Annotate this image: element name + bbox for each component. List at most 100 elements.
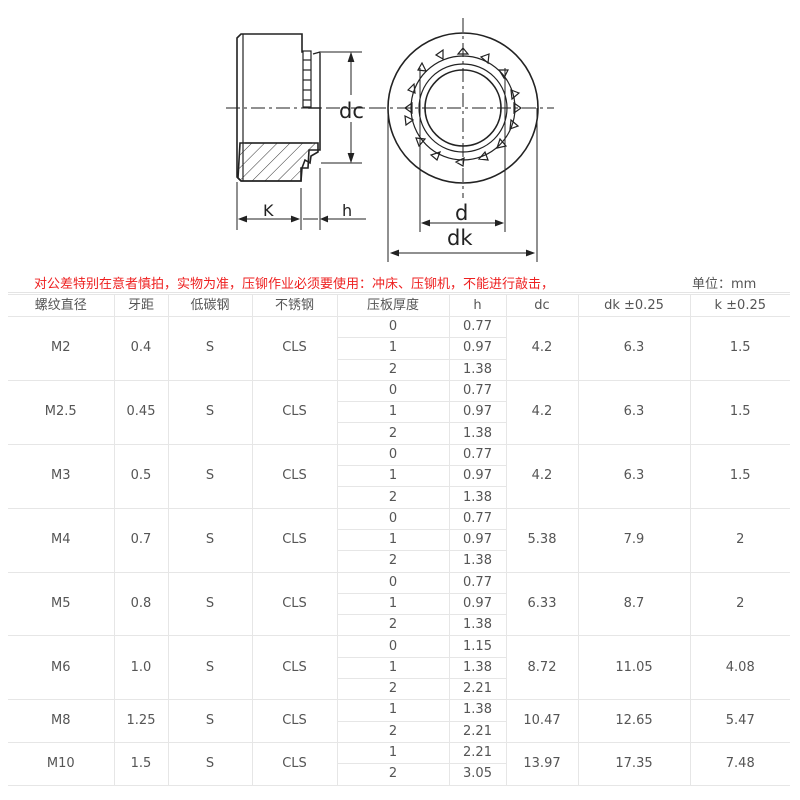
cell-dk: 6.3: [577, 316, 691, 381]
cell-plate-thickness: 1: [337, 528, 450, 552]
col-pitch: 牙距: [113, 294, 169, 317]
cell-h: 0.97: [448, 592, 506, 616]
cell-stainless: CLS: [251, 699, 338, 743]
cell-thread: M5: [8, 571, 115, 637]
cell-h: 1.38: [448, 550, 506, 573]
cell-dc: 5.38: [505, 507, 579, 573]
cell-k: 7.48: [689, 741, 790, 786]
cell-pitch: 0.45: [113, 379, 169, 445]
cell-thread: M8: [8, 699, 115, 743]
cell-plate-thickness: 2: [337, 614, 450, 637]
cell-h: 0.97: [448, 528, 506, 552]
cell-dk: 6.3: [577, 379, 691, 445]
cell-plate-thickness: 0: [336, 443, 450, 467]
divider: [8, 292, 790, 293]
cell-plate-thickness: 2: [337, 422, 450, 445]
cell-thread: M2: [8, 316, 115, 381]
cell-stainless: CLS: [251, 571, 338, 637]
cell-dc: 13.97: [505, 741, 579, 786]
cell-pitch: 0.5: [113, 443, 169, 509]
cell-plate-thickness: 1: [337, 465, 450, 488]
col-h: h: [448, 294, 507, 317]
cell-dc: 4.2: [505, 379, 579, 445]
cell-k: 1.5: [689, 316, 790, 381]
cell-h: 1.38: [448, 358, 506, 381]
cell-plate-thickness: 0: [336, 507, 450, 530]
cell-k: 1.5: [689, 443, 790, 509]
cell-h: 2.21: [448, 720, 506, 743]
cell-h: 0.77: [448, 443, 507, 467]
cell-thread: M2.5: [8, 379, 115, 445]
cell-stainless: CLS: [251, 443, 338, 509]
cell-h: 0.97: [448, 465, 506, 488]
cell-plate-thickness: 2: [337, 486, 450, 509]
cell-dk: 17.35: [577, 741, 691, 786]
col-k: k ±0.25: [689, 294, 790, 317]
tolerance-warning: 对公差特别在意者慎拍，实物为准，压铆作业必须要使用：冲床、压铆机，不能进行敲击，: [34, 277, 555, 292]
cell-h: 0.77: [448, 379, 507, 403]
cell-plate-thickness: 2: [337, 678, 450, 701]
header-row: 螺纹直径 牙距 低碳钢 不锈钢 压板厚度 h dc dk ±0.25 k ±0.…: [8, 294, 790, 317]
k-label: K: [263, 201, 274, 220]
cell-low-carbon: S: [167, 571, 253, 637]
cell-stainless: CLS: [251, 316, 338, 381]
cell-k: 2: [689, 571, 790, 637]
cell-dk: 12.65: [577, 699, 691, 743]
cell-h: 0.97: [448, 401, 506, 424]
spec-table: 螺纹直径 牙距 低碳钢 不锈钢 压板厚度 h dc dk ±0.25 k ±0.…: [8, 294, 790, 786]
cell-k: 5.47: [689, 699, 790, 743]
cell-low-carbon: S: [167, 507, 253, 573]
cell-plate-thickness: 1: [337, 337, 450, 360]
cell-low-carbon: S: [167, 699, 253, 743]
col-low-carbon-steel: 低碳钢: [167, 294, 253, 317]
cell-h: 0.77: [448, 571, 507, 594]
cell-h: 1.38: [448, 656, 506, 680]
cell-plate-thickness: 2: [337, 763, 450, 786]
cell-pitch: 0.4: [113, 316, 169, 381]
cell-plate-thickness: 2: [337, 358, 450, 381]
cell-h: 3.05: [448, 763, 506, 786]
cell-plate-thickness: 2: [337, 720, 450, 743]
cell-stainless: CLS: [251, 379, 338, 445]
cell-h: 1.15: [448, 635, 507, 658]
cell-stainless: CLS: [251, 741, 338, 786]
cell-h: 0.77: [448, 507, 507, 530]
unit-label: 单位：mm: [692, 277, 757, 292]
col-stainless-steel: 不锈钢: [251, 294, 338, 317]
cell-plate-thickness: 2: [337, 550, 450, 573]
cell-stainless: CLS: [251, 635, 338, 701]
cell-h: 1.38: [448, 699, 507, 722]
cell-h: 1.38: [448, 614, 506, 637]
col-dc: dc: [505, 294, 579, 317]
cell-plate-thickness: 1: [337, 401, 450, 424]
cell-h: 2.21: [448, 678, 506, 701]
cell-h: 0.77: [448, 315, 507, 339]
cell-h: 1.38: [448, 486, 506, 509]
cell-plate-thickness: 1: [336, 741, 450, 765]
cell-dk: 7.9: [577, 507, 691, 573]
cell-h: 1.38: [448, 422, 506, 445]
side-view: [226, 33, 378, 230]
cell-low-carbon: S: [167, 316, 253, 381]
dc-label: dc: [339, 99, 364, 123]
technical-drawing: dc K h d dk: [226, 18, 554, 262]
cell-low-carbon: S: [167, 379, 253, 445]
cell-dc: 4.2: [505, 443, 579, 509]
cell-thread: M10: [8, 741, 115, 786]
cell-h: 2.21: [448, 741, 507, 765]
cell-low-carbon: S: [167, 443, 253, 509]
